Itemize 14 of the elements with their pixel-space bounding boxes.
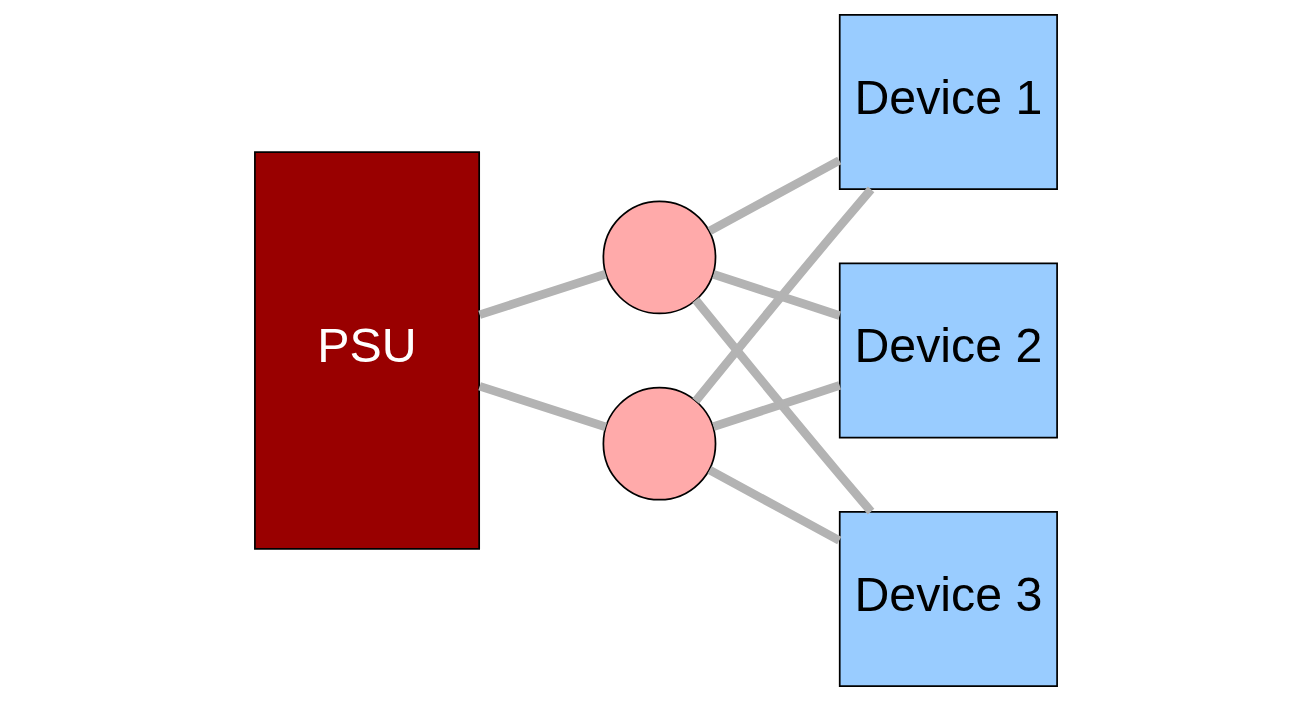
connector <box>707 156 842 235</box>
connector <box>692 297 875 515</box>
node-circle <box>602 386 717 501</box>
connector <box>478 382 607 431</box>
connector <box>692 186 875 404</box>
connector <box>707 466 842 545</box>
node-box: Device 3 <box>838 510 1058 687</box>
connector <box>712 381 841 431</box>
node-box: Device 1 <box>838 14 1058 191</box>
node-box: PSU <box>254 151 481 550</box>
connector <box>712 270 841 320</box>
connector <box>478 270 607 319</box>
node-circle <box>602 200 717 315</box>
node-box: Device 2 <box>838 262 1058 439</box>
